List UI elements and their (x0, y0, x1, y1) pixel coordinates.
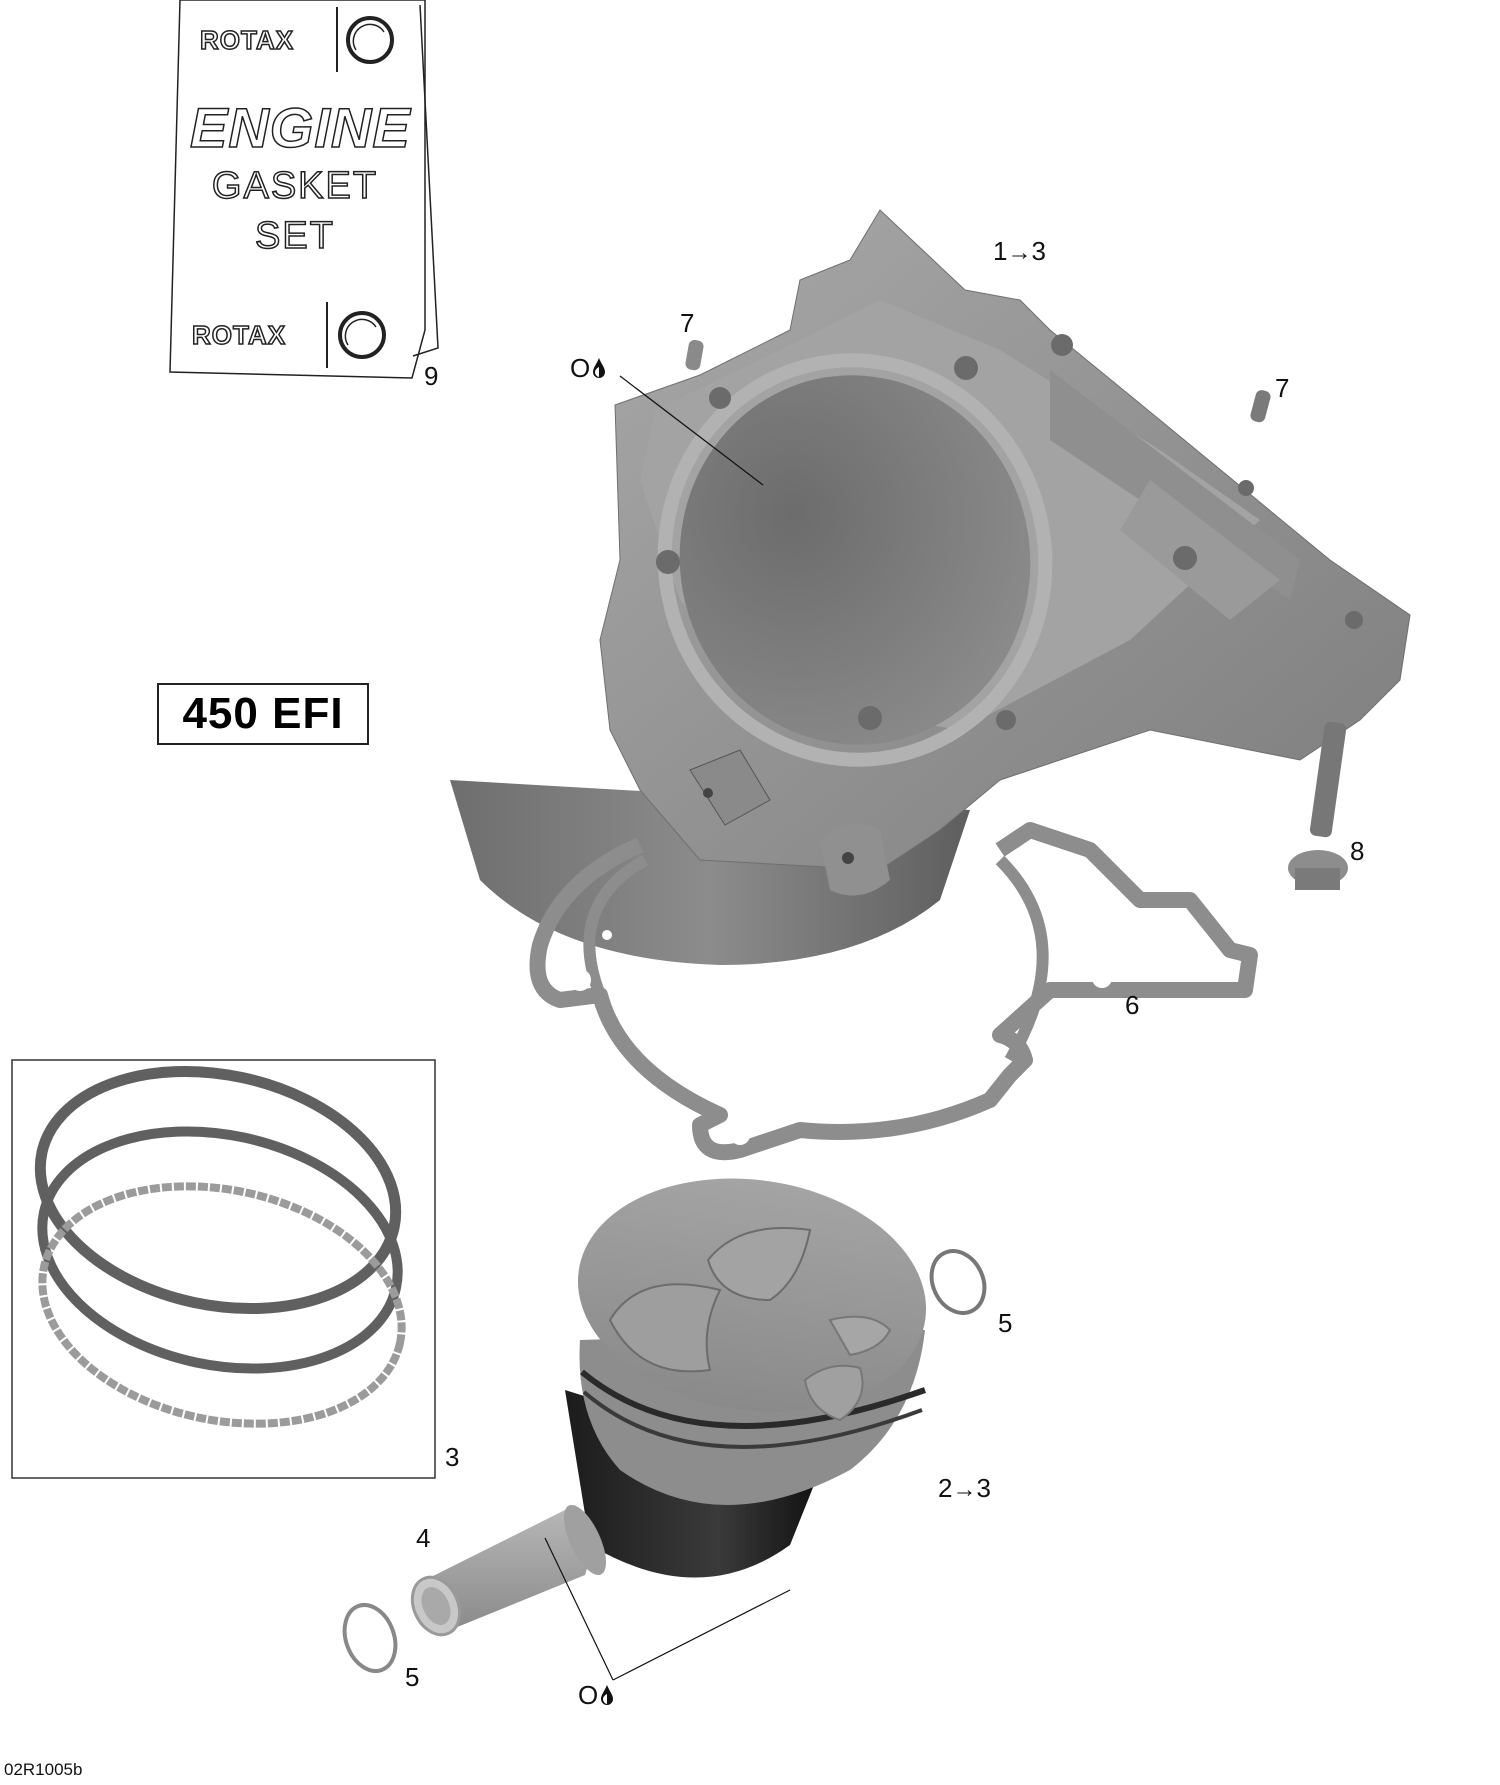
cylinder-base-gasket-part (529, 822, 1258, 1161)
circlip-right-part (929, 1249, 987, 1315)
leader-lines (544, 375, 791, 1681)
callout-6[interactable]: 6 (1125, 990, 1140, 1020)
oil-drop-icon (593, 358, 606, 378)
cylinder-bolt-part (1288, 721, 1348, 890)
callout-7-left[interactable]: 7 (680, 308, 695, 338)
callout-9[interactable]: 9 (424, 361, 439, 391)
lubrication-symbol: O (570, 353, 591, 383)
figure-code: 02R1005b (4, 1760, 83, 1779)
callout-8[interactable]: 8 (1350, 836, 1365, 866)
gasket-set-title-engine: ENGINE (189, 95, 411, 160)
callout-7-right[interactable]: 7 (1275, 373, 1290, 403)
gasket-set-title-set: SET (254, 214, 335, 258)
callout-1-number: 1 (993, 236, 1008, 266)
piston-part (565, 1178, 927, 1578)
callout-5-right[interactable]: 5 (998, 1308, 1013, 1338)
piston-pin-part (410, 1504, 607, 1637)
lubrication-note-piston[interactable]: O (578, 1682, 614, 1708)
callout-2[interactable]: 2→3 (938, 1475, 991, 1502)
callout-3[interactable]: 3 (445, 1442, 460, 1472)
lubrication-note-cylinder[interactable]: O (570, 355, 606, 381)
callout-2-number: 2 (938, 1473, 953, 1503)
dowel-pin-right (1250, 390, 1271, 423)
gasket-set-title-gasket: GASKET (211, 164, 379, 208)
callout-2-range-end: 3 (976, 1473, 991, 1503)
callout-1-range-end: 3 (1031, 236, 1046, 266)
arrow-right-icon: → (1007, 239, 1032, 266)
callout-5-left[interactable]: 5 (405, 1662, 420, 1692)
oil-drop-icon (601, 1685, 614, 1705)
circlip-left-part (342, 1603, 398, 1673)
dowel-pin-left (685, 339, 704, 371)
callout-4[interactable]: 4 (416, 1523, 431, 1553)
cylinder-part (450, 209, 1411, 965)
model-badge: 450 EFI (157, 683, 369, 745)
arrow-right-icon: → (952, 1476, 977, 1503)
gasket-set-brand-top: ROTAX (199, 24, 295, 56)
lubrication-symbol: O (578, 1680, 599, 1710)
callout-1[interactable]: 1→3 (993, 238, 1046, 265)
gasket-set-brand-bottom: ROTAX (191, 319, 287, 351)
piston-ring-set-part (11, 1059, 436, 1479)
engine-gasket-set-package (169, 0, 439, 379)
